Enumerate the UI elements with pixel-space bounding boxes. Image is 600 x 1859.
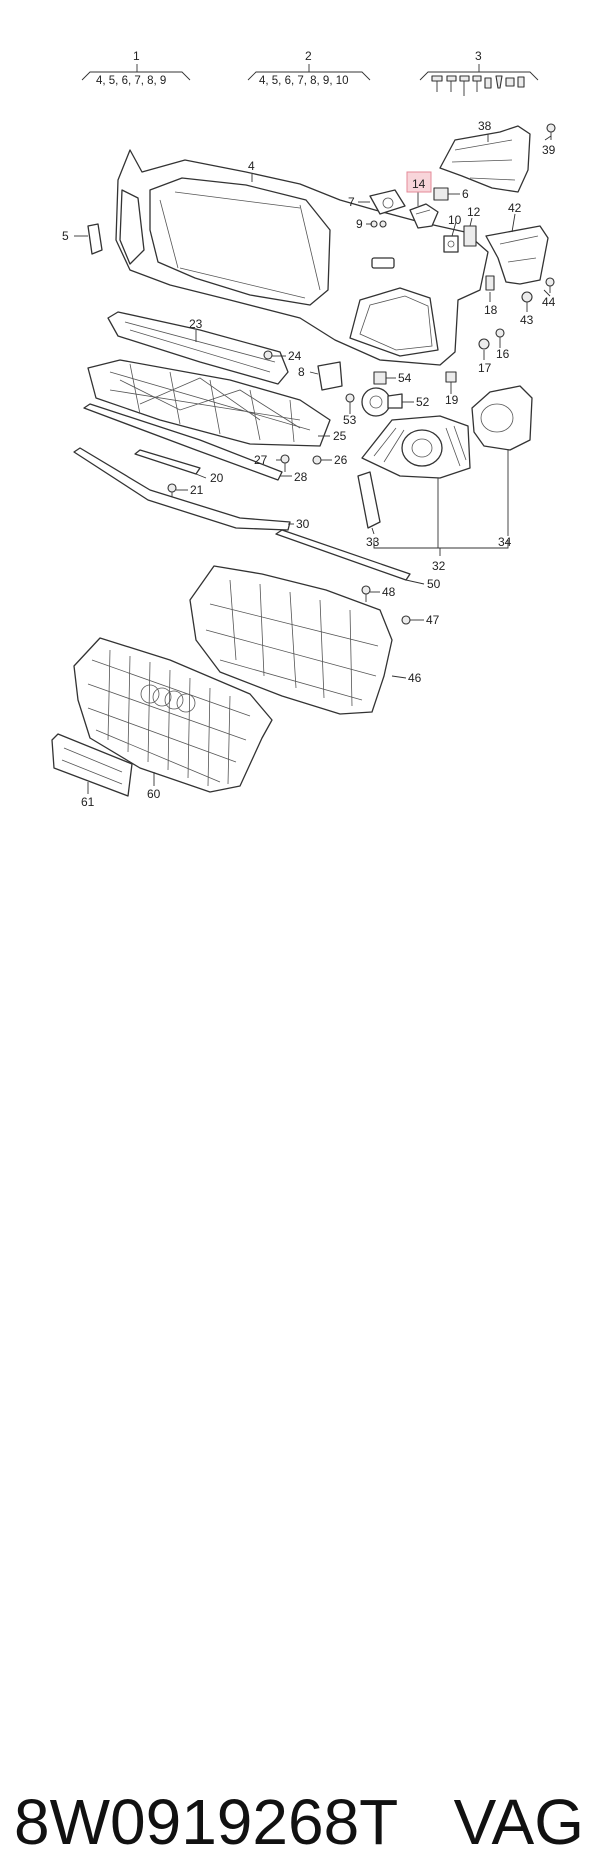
callout-33: 33	[366, 535, 380, 549]
callout-39: 39	[542, 143, 556, 157]
kit-group-number: 1	[133, 49, 140, 63]
part-54-clip	[373, 371, 387, 385]
callout-6: 6	[462, 187, 469, 201]
part-10-retainer	[443, 235, 459, 253]
callout-44: 44	[542, 295, 556, 309]
part-27-screw	[280, 454, 290, 472]
part-33-trim	[357, 471, 381, 529]
callout-43: 43	[520, 313, 534, 327]
kit-group-1: 1 4, 5, 6, 7, 8, 9	[81, 49, 191, 87]
callout-labels: 38 39 4 14 6 7 9 10 12 42 5 18 44 43 23 …	[62, 119, 556, 809]
part-52-horn	[361, 387, 403, 417]
callout-7: 7	[348, 195, 355, 209]
callout-28: 28	[294, 470, 308, 484]
callout-9: 9	[356, 217, 363, 231]
part-43-nut	[521, 291, 533, 303]
part-44-screw	[545, 277, 555, 293]
callout-26: 26	[334, 453, 348, 467]
part-6-clip	[433, 187, 449, 201]
part-19-clip	[445, 371, 457, 383]
callout-12: 12	[467, 205, 481, 219]
part-38-upper-guide	[439, 125, 531, 193]
callout-30: 30	[296, 517, 310, 531]
part-12-retainer	[463, 225, 477, 247]
callout-34: 34	[498, 535, 512, 549]
part-7-sensor-holder	[369, 189, 406, 215]
callout-19: 19	[445, 393, 459, 407]
callout-25: 25	[333, 429, 347, 443]
callout-8: 8	[298, 365, 305, 379]
part-32-fog-grille	[361, 415, 471, 479]
part-34-fog-cover	[471, 385, 533, 451]
callout-14: 14	[412, 177, 426, 191]
callout-24: 24	[288, 349, 302, 363]
part-5-side-clip	[87, 223, 103, 255]
exploded-parts-diagram: 1 4, 5, 6, 7, 8, 9 2 4, 5, 6, 7, 8, 9, 1…	[51, 49, 556, 809]
callout-5: 5	[62, 229, 69, 243]
callout-52: 52	[416, 395, 430, 409]
part-21-screw	[167, 483, 177, 500]
part-14-sensor-bracket	[409, 203, 439, 229]
part-46-grille-frame	[189, 565, 393, 715]
part-28-spoiler	[83, 403, 283, 481]
callout-21: 21	[190, 483, 204, 497]
callout-32: 32	[432, 559, 446, 573]
callout-53: 53	[343, 413, 357, 427]
part-17-nut	[478, 338, 490, 350]
kit-group-contents: 4, 5, 6, 7, 8, 9, 10	[259, 75, 349, 87]
callout-38: 38	[478, 119, 492, 133]
callout-10: 10	[448, 213, 462, 227]
callout-50: 50	[427, 577, 441, 591]
part-47-screw	[401, 615, 411, 625]
part-42-side-bracket	[485, 225, 549, 285]
callout-61: 61	[81, 795, 95, 809]
audi-rings-logo	[140, 684, 196, 713]
part-39-screw	[546, 123, 556, 140]
part-20-strip	[134, 449, 201, 475]
part-25-undertray	[87, 359, 331, 447]
part-30-lower-lip	[73, 447, 291, 531]
part-53-screw	[345, 393, 355, 410]
kit-group-number: 2	[305, 49, 312, 63]
brand-name: VAG	[453, 1786, 584, 1858]
part-23-reinforcement	[107, 311, 289, 385]
part-48-screw	[361, 585, 371, 602]
part-18-clip	[485, 275, 495, 291]
part-16-screw	[495, 328, 505, 346]
callout-18: 18	[484, 303, 498, 317]
leader-lines	[74, 134, 552, 794]
kit-group-3: 3	[419, 49, 539, 96]
callout-16: 16	[496, 347, 510, 361]
callout-48: 48	[382, 585, 396, 599]
callout-23: 23	[189, 317, 203, 331]
part-24-screw	[263, 350, 273, 360]
part-8-cover	[317, 361, 343, 391]
callout-47: 47	[426, 613, 440, 627]
callout-46: 46	[408, 671, 422, 685]
fastener-set-icon	[431, 75, 525, 96]
part-number: 8W0919268T	[14, 1786, 399, 1858]
part-26-screw	[312, 455, 322, 465]
callout-27: 27	[254, 453, 268, 467]
kit-group-2: 2 4, 5, 6, 7, 8, 9, 10	[247, 49, 371, 87]
highlight-box	[406, 171, 432, 193]
kit-group-number: 3	[475, 49, 482, 63]
callout-54: 54	[398, 371, 412, 385]
callout-42: 42	[508, 201, 522, 215]
caption-bar: 8W0919268T VAG	[0, 890, 600, 1858]
callout-4: 4	[248, 159, 255, 173]
part-60-main-grille	[73, 637, 273, 793]
part-50-upper-strip	[275, 529, 411, 581]
part-61-plate-bracket	[51, 733, 133, 797]
kit-group-contents: 4, 5, 6, 7, 8, 9	[96, 75, 166, 87]
callout-60: 60	[147, 787, 161, 801]
callout-17: 17	[478, 361, 492, 375]
callout-20: 20	[210, 471, 224, 485]
part-4-bumper-cover	[115, 149, 489, 366]
